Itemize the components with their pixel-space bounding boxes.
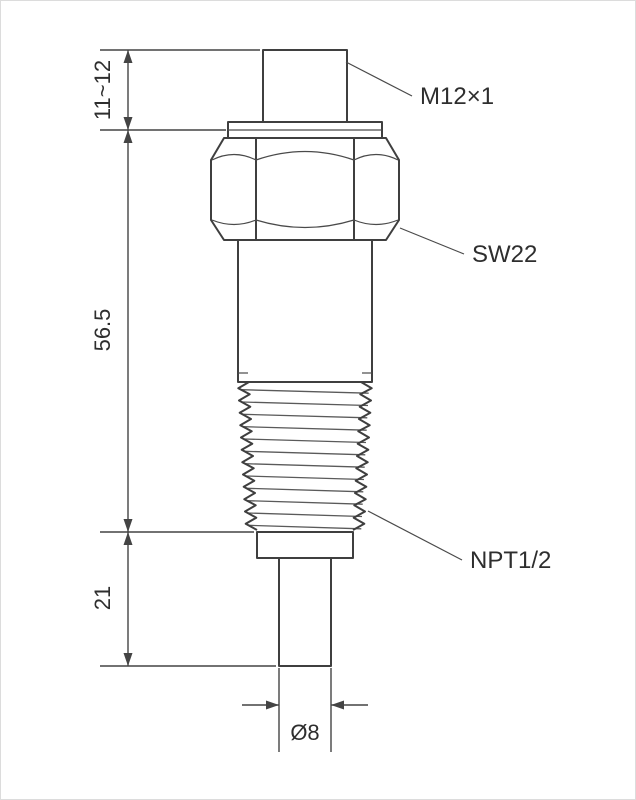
npt-thread-crest-lines bbox=[241, 389, 369, 530]
npt-crest-line bbox=[244, 450, 366, 456]
npt-thread-profile-left bbox=[237, 381, 258, 531]
hex-chamfer-arc-bottom-right bbox=[353, 219, 399, 226]
hex-chamfer-arc-top-right bbox=[353, 153, 399, 161]
npt-crest-line bbox=[247, 512, 363, 518]
dimension-body-length: 56.5 bbox=[90, 309, 115, 352]
hex-chamfer-arc-top-left bbox=[211, 153, 257, 161]
vertical-dimensions: 11~12 56.5 21 bbox=[90, 49, 276, 667]
npt-crest-line bbox=[247, 500, 363, 505]
npt-crest-line bbox=[243, 438, 367, 444]
collar bbox=[256, 531, 354, 559]
npt-crest-line bbox=[245, 475, 365, 481]
dimension-thread-length: 11~12 bbox=[90, 60, 115, 120]
leader-sw22 bbox=[399, 227, 465, 255]
npt-thread-profile-right bbox=[352, 381, 373, 531]
hex-chamfer-arc-top-mid bbox=[255, 150, 355, 161]
sensor-body bbox=[237, 239, 373, 383]
npt-crest-line bbox=[245, 463, 365, 468]
arrow-tip-down bbox=[123, 653, 133, 666]
m12-thread bbox=[262, 49, 348, 123]
dimension-probe-diameter: Ø8 bbox=[290, 720, 319, 745]
arrow-flange-down bbox=[123, 117, 133, 130]
probe-tube bbox=[278, 557, 332, 667]
leader-npt bbox=[367, 510, 463, 561]
npt-crest-line bbox=[248, 524, 362, 530]
npt-crest-line bbox=[246, 487, 364, 493]
npt-thread bbox=[237, 381, 373, 531]
diameter-dimension: Ø8 bbox=[242, 668, 368, 752]
hex-chamfer-arc-bottom-left bbox=[211, 219, 257, 226]
dimension-probe-length: 21 bbox=[90, 586, 115, 610]
hex-chamfer-arc-bottom-mid bbox=[255, 219, 355, 229]
leader-m12 bbox=[345, 61, 413, 97]
npt-crest-line bbox=[241, 401, 369, 407]
npt-crest-line bbox=[242, 413, 368, 419]
label-m12: M12×1 bbox=[420, 83, 494, 110]
arrow-thread-end-up bbox=[123, 532, 133, 545]
label-npt: NPT1/2 bbox=[470, 547, 551, 574]
arrow-top-up bbox=[123, 50, 133, 63]
arrow-diameter-left bbox=[266, 700, 279, 710]
arrow-thread-end-down bbox=[123, 519, 133, 532]
npt-crest-line bbox=[243, 426, 367, 431]
npt-crest-line bbox=[241, 389, 369, 394]
arrow-diameter-right bbox=[331, 700, 344, 710]
label-sw22: SW22 bbox=[472, 241, 537, 268]
arrow-flange-up bbox=[123, 130, 133, 143]
callouts: M12×1 SW22 NPT1/2 bbox=[345, 61, 551, 574]
hex-nut bbox=[210, 137, 400, 241]
